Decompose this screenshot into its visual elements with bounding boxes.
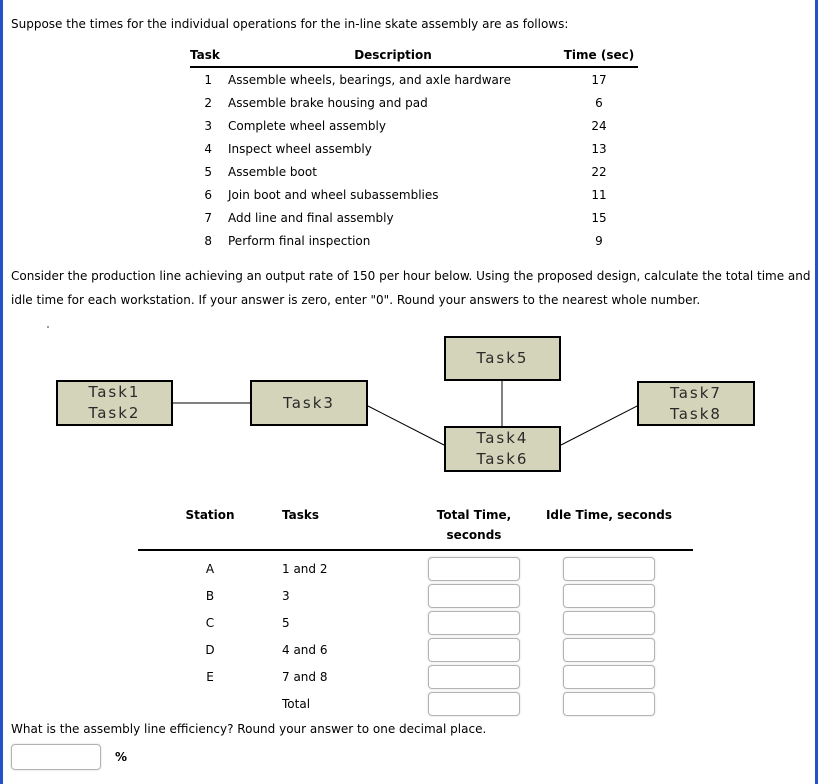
diagram-box-label: Task2 [88,404,141,422]
task-description: Assemble brake housing and pad [228,95,428,110]
task-time: 17 [591,72,607,87]
idle-time-input-b[interactable] [563,583,655,608]
task-description: Complete wheel assembly [228,118,386,133]
efficiency-input[interactable] [11,744,101,770]
total-time-input-c[interactable] [428,610,520,635]
idle-time-input-c[interactable] [563,610,655,635]
task-row: 1 Assemble wheels, bearings, and axle ha… [190,67,638,91]
station-tasks: 5 [282,615,290,630]
idle-time-input-a[interactable] [563,556,655,581]
task-row: 6 Join boot and wheel subassemblies 11 [190,183,638,206]
diagram-box-label: Task7 [670,383,722,402]
diagram-box-task-3: Task3 [250,380,368,426]
idle-time-input-d[interactable] [563,637,655,662]
diagram-box-label: Task3 [283,393,335,412]
diagram-box-label: Task4 [476,429,529,447]
diagram-connector-lines [173,381,638,446]
task-number: 3 [204,118,212,133]
description-column-header: Description [226,48,560,68]
total-time-input-e[interactable] [428,664,520,689]
task-row: 2 Assemble brake housing and pad 6 [190,91,638,114]
line-layout-diagram: Task1 Task2 Task3 Task5 Task4 Task6 Task… [3,325,815,485]
diagram-box-label: Task1 [88,383,141,401]
diagram-box-tasks-1-2: Task1 Task2 [56,380,173,426]
station-label: A [205,561,215,576]
diagram-box-tasks-7-8: Task7 Task8 [637,381,755,426]
connector-d-to-e [560,405,638,446]
task-table-header-row: Task Description Time (sec) [190,48,638,68]
task-row: 3 Complete wheel assembly 24 [190,114,638,137]
intro-text: Suppose the times for the individual ope… [11,17,569,31]
station-label [138,690,282,717]
task-time: 11 [591,187,607,202]
task-row: 4 Inspect wheel assembly 13 [190,137,638,160]
connector-b-to-d [367,405,445,446]
task-number: 7 [204,210,212,225]
task-description: Join boot and wheel subassemblies [228,187,439,202]
station-row-c: C 5 [138,609,693,636]
diagram-box-label: Task5 [476,349,529,367]
task-time: 15 [591,210,607,225]
station-column-header: Station [138,505,282,551]
task-description: Assemble boot [228,164,317,179]
stray-dot [47,326,49,328]
task-description: Perform final inspection [228,233,371,248]
idle-time-input-total[interactable] [563,691,655,716]
station-tasks: 1 and 2 [282,561,328,576]
task-description: Add line and final assembly [228,210,394,225]
task-time: 6 [595,95,603,110]
efficiency-question-text: What is the assembly line efficiency? Ro… [11,722,487,736]
percent-label: % [115,750,128,764]
station-label: E [206,669,214,684]
task-number: 1 [204,72,212,87]
station-tasks: 7 and 8 [282,669,328,684]
task-time: 9 [595,233,603,248]
instructions-text: Consider the production line achieving a… [11,269,811,307]
total-time-input-a[interactable] [428,556,520,581]
tasks-column-header: Tasks [282,505,423,551]
station-row-total: Total [138,690,693,717]
task-row: 5 Assemble boot 22 [190,160,638,183]
total-time-header-line1: Total Time, [436,508,512,522]
station-label: B [205,588,215,603]
station-row-a: A 1 and 2 [138,550,693,582]
task-time: 13 [591,141,607,156]
diagram-box-tasks-4-6: Task4 Task6 [444,426,561,472]
station-row-b: B 3 [138,582,693,609]
diagram-box-label: Task6 [476,450,529,468]
task-row: 8 Perform final inspection 9 [190,229,638,252]
task-number: 6 [204,187,212,202]
station-row-d: D 4 and 6 [138,636,693,663]
task-number: 8 [204,233,212,248]
total-row-label: Total [282,696,311,711]
station-row-e: E 7 and 8 [138,663,693,690]
task-number: 4 [204,141,212,156]
total-time-input-d[interactable] [428,637,520,662]
station-table-header-row: Station Tasks Total Time, seconds Idle T… [138,505,693,551]
station-label: D [205,642,215,657]
task-description: Assemble wheels, bearings, and axle hard… [228,72,511,87]
task-row: 7 Add line and final assembly 15 [190,206,638,229]
task-description: Inspect wheel assembly [228,141,372,156]
task-times-table: Task Description Time (sec) 1 Assemble w… [190,48,638,252]
total-time-column-header: Total Time, seconds [423,505,525,551]
task-number: 5 [204,164,212,179]
idle-time-input-e[interactable] [563,664,655,689]
idle-time-column-header: Idle Time, seconds [525,505,693,551]
task-number: 2 [204,95,212,110]
task-time: 24 [591,118,607,133]
efficiency-answer-row: % [11,744,127,770]
station-label: C [205,615,215,630]
total-time-header-line2: seconds [446,528,502,542]
task-time: 22 [591,164,607,179]
workstation-answer-table: Station Tasks Total Time, seconds Idle T… [138,505,693,717]
time-column-header: Time (sec) [560,48,638,68]
station-tasks: 4 and 6 [282,642,328,657]
total-time-input-total[interactable] [428,691,520,716]
task-column-header: Task [190,48,226,68]
station-tasks: 3 [282,588,290,603]
total-time-input-b[interactable] [428,583,520,608]
diagram-box-task-5: Task5 [444,336,561,381]
diagram-box-label: Task8 [670,404,722,423]
